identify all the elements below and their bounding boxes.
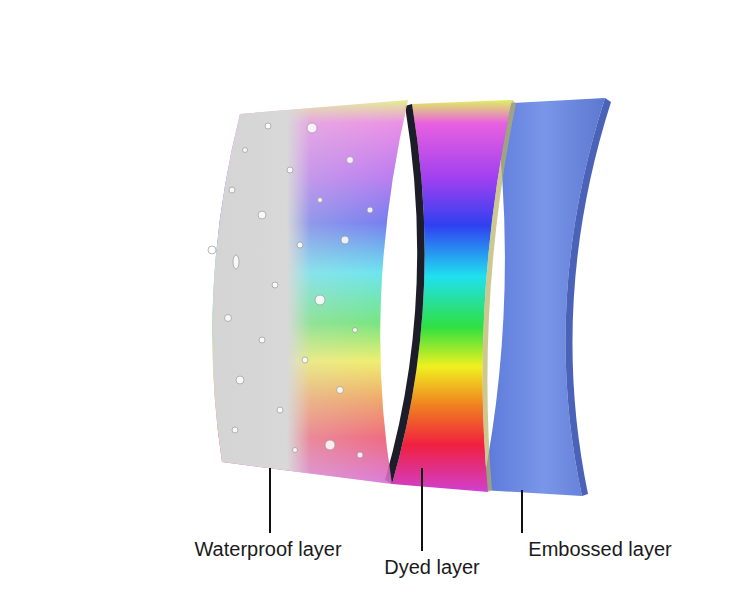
layer-label-text: Embossed layer	[528, 538, 671, 560]
layer-label: Waterproof layer	[194, 538, 341, 561]
layer-label-text: Waterproof layer	[194, 538, 341, 560]
layer-label-text: Dyed layer	[384, 556, 480, 578]
layer-label: Embossed layer	[528, 538, 671, 561]
layer-label: Dyed layer	[384, 556, 480, 579]
